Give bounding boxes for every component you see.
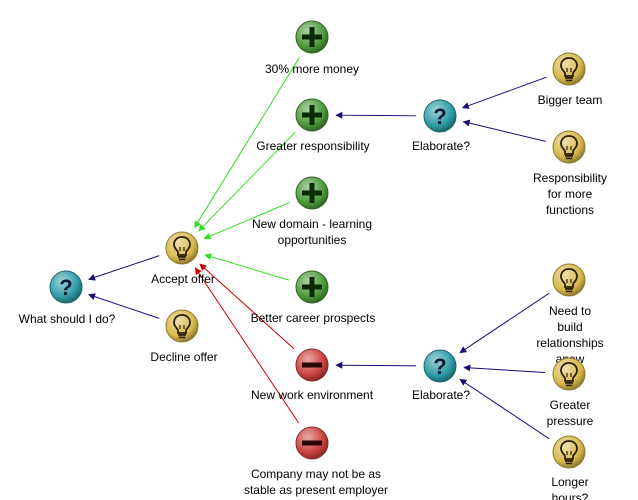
lightbulb-icon[interactable] bbox=[552, 130, 586, 164]
lightbulb-icon[interactable] bbox=[165, 309, 199, 343]
node-label-30-more-money[interactable]: 30% more money bbox=[264, 62, 360, 76]
node-label-greater-pressure[interactable]: Greater pressure bbox=[546, 398, 594, 428]
node-label-decline-offer[interactable]: Decline offer bbox=[150, 350, 218, 364]
question-mark-icon[interactable]: ? bbox=[423, 99, 457, 133]
link-pro_career-to-accept bbox=[204, 253, 290, 281]
plus-icon[interactable] bbox=[295, 98, 329, 132]
plus-icon[interactable] bbox=[295, 20, 329, 54]
svg-text:?: ? bbox=[59, 275, 72, 300]
lightbulb-icon[interactable] bbox=[552, 263, 586, 297]
link-idea_relat-to-q_elab2 bbox=[459, 292, 550, 354]
node-label-better-career-prospects[interactable]: Better career prospects bbox=[250, 311, 376, 325]
node-label-company-may-not-be-stable[interactable]: Company may not be as stable as present … bbox=[243, 467, 389, 497]
node-label-new-domain[interactable]: New domain - learning opportunities bbox=[251, 217, 373, 247]
node-label-bigger-team[interactable]: Bigger team bbox=[537, 93, 603, 107]
link-pro_domain-to-accept bbox=[203, 201, 291, 240]
minus-icon[interactable] bbox=[295, 348, 329, 382]
svg-text:?: ? bbox=[433, 354, 446, 379]
svg-text:?: ? bbox=[433, 104, 446, 129]
link-accept-to-q_main bbox=[88, 255, 160, 281]
link-pro_money-to-accept bbox=[194, 57, 300, 229]
link-pro_resp-to-accept bbox=[198, 131, 296, 232]
link-idea_hours-to-q_elab2 bbox=[459, 378, 550, 440]
question-mark-icon[interactable]: ? bbox=[49, 270, 83, 304]
link-q_elab1-to-pro_resp bbox=[335, 111, 417, 119]
node-label-new-work-environment[interactable]: New work environment bbox=[250, 388, 374, 402]
lightbulb-icon[interactable] bbox=[552, 435, 586, 469]
minus-icon[interactable] bbox=[295, 426, 329, 460]
lightbulb-icon[interactable] bbox=[552, 357, 586, 391]
node-label-elaborate-1[interactable]: Elaborate? bbox=[411, 139, 471, 153]
node-label-responsibility-more-functions[interactable]: Responsibility for more functions bbox=[532, 171, 608, 217]
link-q_elab2-to-con_env bbox=[335, 361, 417, 369]
link-idea_funcs-to-q_elab1 bbox=[462, 119, 546, 142]
link-con_stable-to-accept bbox=[194, 267, 300, 424]
node-label-greater-responsibility[interactable]: Greater responsibility bbox=[256, 139, 370, 153]
link-idea_team-to-q_elab1 bbox=[461, 76, 547, 109]
node-label-what-should-i-do[interactable]: What should I do? bbox=[18, 312, 116, 326]
node-label-longer-hours[interactable]: Longer hours? bbox=[551, 475, 589, 500]
question-mark-icon[interactable]: ? bbox=[423, 349, 457, 383]
node-label-accept-offer[interactable]: Accept offer bbox=[151, 272, 215, 286]
lightbulb-icon[interactable] bbox=[165, 231, 199, 265]
node-label-elaborate-2[interactable]: Elaborate? bbox=[411, 388, 471, 402]
lightbulb-icon[interactable] bbox=[552, 52, 586, 86]
link-decline-to-q_main bbox=[88, 293, 160, 319]
plus-icon[interactable] bbox=[295, 176, 329, 210]
link-idea_press-to-q_elab2 bbox=[463, 364, 546, 374]
plus-icon[interactable] bbox=[295, 270, 329, 304]
link-con_env-to-accept bbox=[199, 263, 295, 350]
